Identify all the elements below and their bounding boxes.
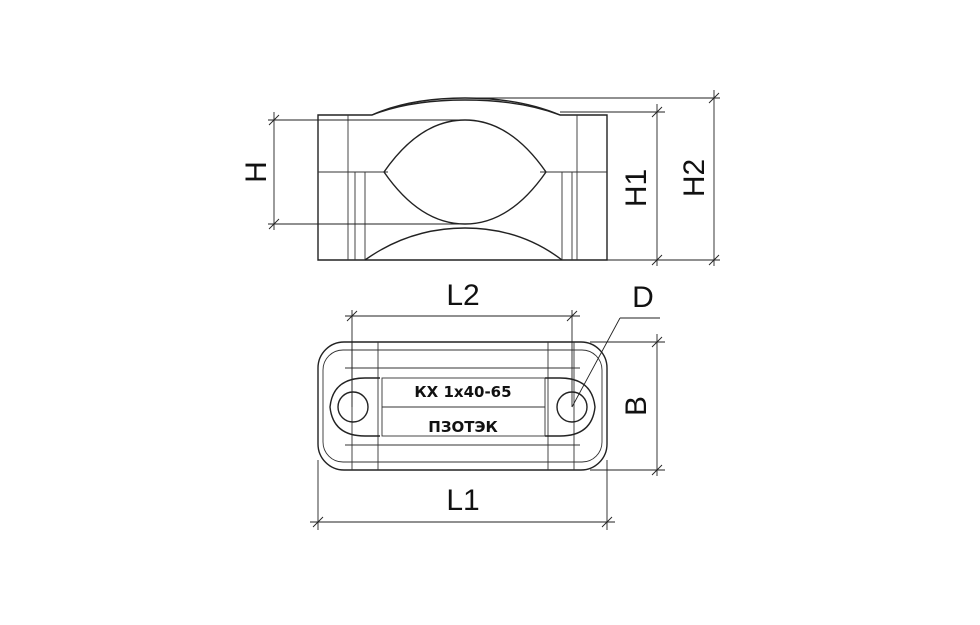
model-marking: КХ 1х40-65	[414, 383, 511, 401]
label-l1: L1	[446, 484, 479, 517]
label-l2: L2	[446, 279, 479, 312]
label-h1: H1	[620, 169, 653, 207]
dimension-d	[571, 317, 660, 408]
brand-marking: ПЗОТЭК	[428, 418, 498, 436]
label-h2: H2	[678, 159, 711, 197]
label-b: B	[620, 396, 653, 416]
dimension-h	[268, 112, 465, 230]
dimension-l2	[345, 310, 580, 407]
dimension-b	[590, 334, 665, 476]
left-mounting-hole	[337, 391, 369, 423]
dimension-h2	[465, 90, 720, 266]
dimension-h1	[560, 104, 665, 266]
dimension-l1	[310, 460, 615, 530]
front-view	[317, 97, 608, 261]
top-view	[317, 341, 608, 471]
label-h: H	[240, 161, 273, 183]
label-d: D	[632, 281, 654, 314]
